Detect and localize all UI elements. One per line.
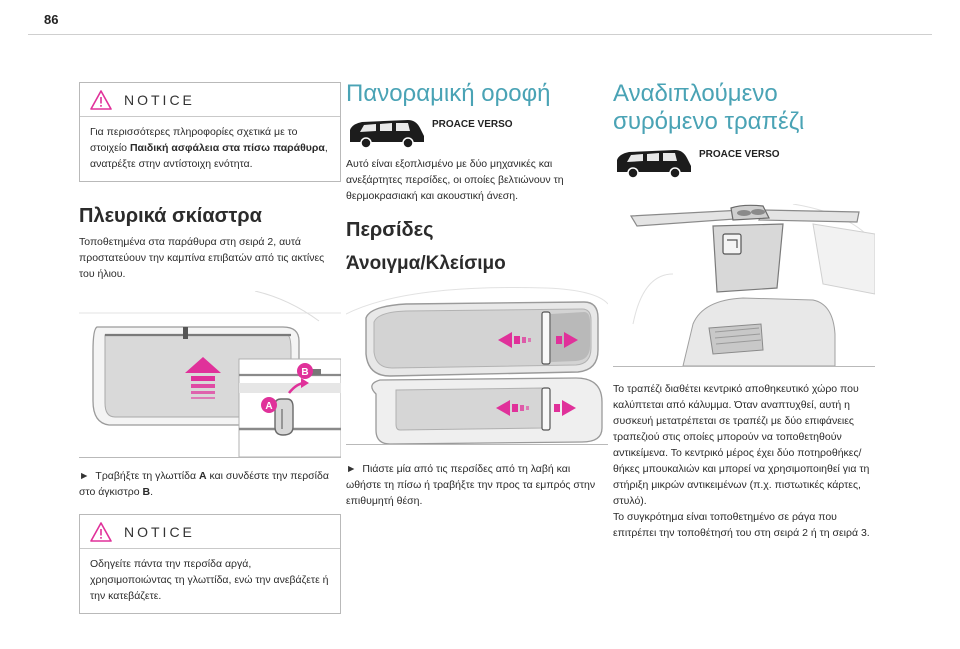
warning-icon bbox=[90, 522, 112, 542]
model-label: PROACE VERSO bbox=[432, 119, 513, 130]
table-rail-note: Το συγκρότημα είναι τοποθετημένο σε ράγα… bbox=[613, 511, 870, 539]
marker-b bbox=[297, 363, 313, 379]
slide-arrow-icon bbox=[496, 400, 576, 416]
warning-icon bbox=[90, 90, 112, 110]
header-rule bbox=[28, 34, 932, 35]
van-icon bbox=[617, 150, 691, 179]
section-title-folding-table: Αναδιπλούμενο συρόμενο τραπέζι bbox=[613, 80, 805, 135]
side-blind-step: ►Τραβήξτε τη γλωττίδα A και συνδέστε την… bbox=[79, 470, 329, 498]
section-heading-side-blinds: Πλευρικά σκίαστρα bbox=[79, 205, 262, 227]
table-description: Το τραπέζι διαθέτει κεντρικό αποθηκευτικ… bbox=[613, 383, 870, 507]
side-blinds-intro: Τοποθετημένα στα παράθυρα στη σειρά 2, α… bbox=[79, 236, 325, 280]
panoramic-roof-intro: Αυτό είναι εξοπλισμένο με δύο μηχανικές … bbox=[346, 158, 564, 202]
page-number: 86 bbox=[44, 12, 59, 27]
notice-title: NOTICE bbox=[124, 524, 195, 540]
model-label: PROACE VERSO bbox=[699, 149, 780, 160]
heading-blinds: Περσίδες bbox=[346, 219, 434, 241]
marker-a bbox=[261, 397, 277, 413]
folding-table-illustration bbox=[613, 203, 876, 367]
notice-box-2: NOTICE Οδηγείτε πάντα την περσίδα αργά, … bbox=[79, 514, 341, 614]
notice-text: Οδηγείτε πάντα την περσίδα αργά, χρησιμο… bbox=[90, 558, 329, 602]
notice-text: Για περισσότερες πληροφορίες σχετικά με … bbox=[90, 126, 328, 170]
notice-link-text: Παιδική ασφάλεια στα πίσω παράθυρα bbox=[129, 142, 325, 154]
blinds-step: ►Πιάστε μία από τις περσίδες από τη λαβή… bbox=[346, 463, 596, 507]
column-middle: Πανοραμική οροφή PROACE VERSO Αυτό είναι… bbox=[345, 80, 609, 509]
side-blind-illustration: A B bbox=[79, 290, 342, 458]
panoramic-roof-illustration bbox=[345, 284, 609, 445]
van-icon bbox=[350, 120, 424, 149]
marker-b-label: B bbox=[301, 367, 308, 378]
heading-open-close: Άνοιγμα/Κλείσιμο bbox=[346, 253, 506, 274]
marker-a-label: A bbox=[265, 401, 272, 412]
column-right: Αναδιπλούμενο συρόμενο τραπέζι PROACE VE… bbox=[613, 80, 876, 541]
up-arrow-icon bbox=[185, 357, 221, 399]
column-left: NOTICE Για περισσότερες πληροφορίες σχετ… bbox=[79, 82, 342, 614]
slide-arrow-icon bbox=[498, 332, 578, 348]
section-title-panoramic-roof: Πανοραμική οροφή bbox=[346, 80, 551, 107]
notice-title: NOTICE bbox=[124, 92, 195, 108]
notice-box-1: NOTICE Για περισσότερες πληροφορίες σχετ… bbox=[79, 82, 341, 182]
